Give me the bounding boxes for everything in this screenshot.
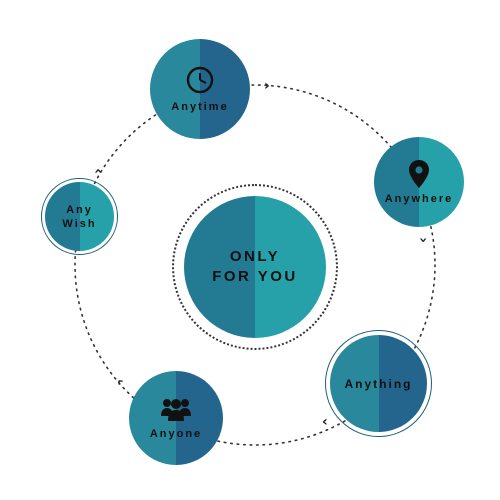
anywish-label-line1: Any (66, 203, 93, 216)
clock-icon (186, 66, 214, 94)
center-title-line2: FOR YOU (212, 268, 298, 285)
anything-left-half (330, 335, 379, 432)
chevron-right-icon: › (264, 78, 270, 94)
chevron-up-icon: ‹ (89, 168, 106, 174)
people-icon (161, 399, 191, 421)
anywish-left-half (45, 182, 80, 251)
chevron-left-icon: ‹ (322, 414, 328, 430)
anywhere-left-half (374, 137, 419, 227)
anywish-right-half (79, 182, 114, 251)
chevron-down-icon: › (414, 237, 431, 243)
anything-node: Anything (330, 335, 427, 432)
center-left-half (184, 196, 255, 338)
anything-outline-ring (325, 330, 432, 437)
center-dotted-ring (172, 184, 338, 350)
anytime-node: Anytime (150, 39, 250, 139)
anywhere-node: Anywhere (374, 137, 464, 227)
anywhere-right-half (419, 137, 464, 227)
anytime-label: Anytime (171, 101, 229, 113)
anywish-label-line2: Wish (62, 217, 97, 230)
location-pin-icon (408, 160, 429, 188)
anywish-outline-ring (41, 178, 118, 255)
anyone-label: Anyone (149, 428, 203, 440)
anything-right-half (378, 335, 427, 432)
center-node: ONLY FOR YOU (184, 196, 326, 338)
anyone-node: Anyone (129, 371, 223, 465)
anywish-node: Any Wish (45, 182, 114, 251)
center-right-half (255, 196, 326, 338)
anything-label: Anything (344, 376, 413, 391)
anywhere-label: Anywhere (384, 193, 454, 205)
center-title-line1: ONLY (229, 248, 281, 265)
